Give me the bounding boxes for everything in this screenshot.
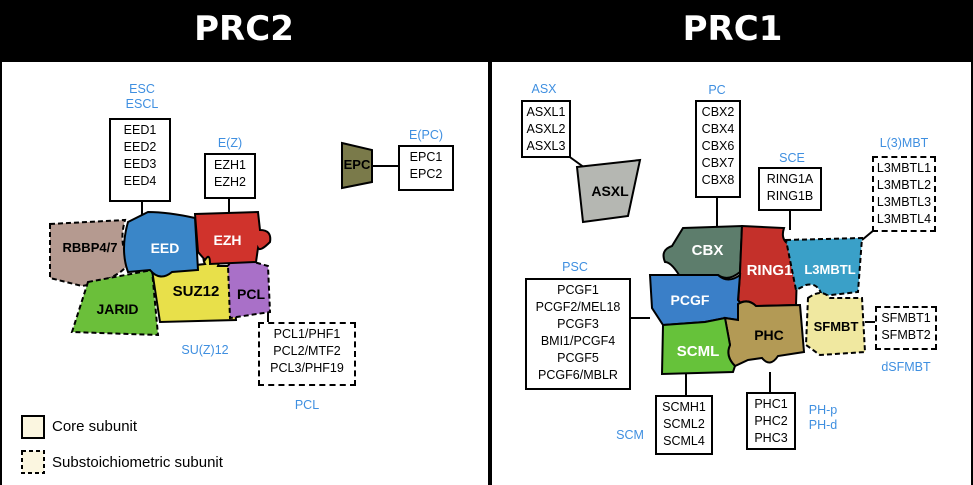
piece-phc-label: PHC [754,327,784,343]
asx-label: ASX [531,82,557,96]
piece-scml-label: SCML [676,343,720,360]
legend-sub-swatch [21,450,45,474]
pcl-label: PCL [294,398,320,412]
piece-jarid-label: JARID [96,301,139,317]
header-bar [0,0,973,62]
sce-label: SCE [779,151,805,165]
piece-cbx [662,224,744,282]
piece-rbbp-label: RBBP4/7 [62,240,118,255]
piece-l3mbtl [784,236,864,298]
legend-core-label: Core subunit [52,418,138,435]
piece-pcl-label: PCL [237,286,265,302]
epc-label: E(PC) [408,128,444,142]
piece-sfmbt [804,292,867,357]
panel-divider [488,62,492,485]
piece-ezh-label: EZH [213,232,242,248]
piece-epc [341,141,373,190]
piece-scml [660,316,737,376]
piece-epc-label: EPC [343,157,371,172]
frame [0,62,973,485]
piece-pcgf-label: PCGF [670,292,710,308]
suz12-label: SU(Z)12 [181,343,229,357]
piece-l3mbtl-label: L3MBTL [804,262,856,277]
piece-asxl-label: ASXL [591,183,629,199]
prc1-title: PRC1 [682,9,783,49]
piece-rbbp [49,218,132,288]
legend-core-swatch [21,415,45,439]
dsfmbt-label: dSFMBT [881,360,931,374]
piece-jarid [70,268,160,337]
piece-ezh [193,210,272,266]
piece-ring1-label: RING1 [746,262,793,279]
piece-eed [123,210,200,278]
piece-eed-label: EED [150,240,180,256]
piece-suz12-label: SUZ12 [172,283,220,300]
psc-label: PSC [562,260,588,274]
piece-cbx-label: CBX [691,242,724,259]
l3mbt-label: L(3)MBT [879,136,929,150]
scm-label: SCM [616,428,644,442]
piece-sfmbt-label: SFMBT [813,319,859,334]
ez-label: E(Z) [217,136,243,150]
pc-label: PC [708,83,726,97]
piece-asxl [575,158,642,224]
legend-sub-label: Substoichiometric subunit [52,454,223,471]
prc2-title: PRC2 [194,9,294,49]
